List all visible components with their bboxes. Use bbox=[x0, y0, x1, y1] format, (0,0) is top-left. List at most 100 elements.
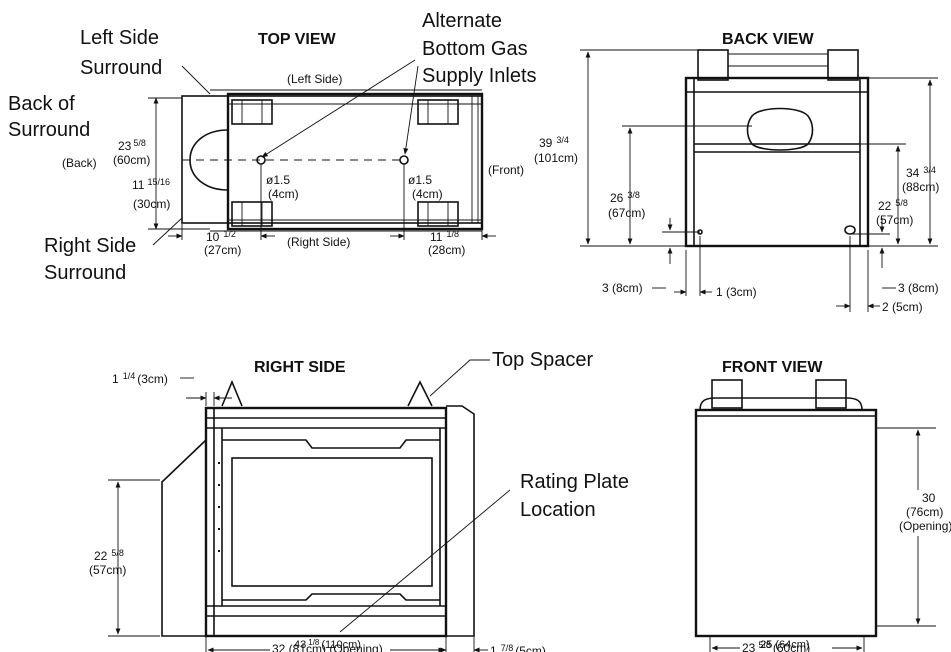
right-front-whole: 1 bbox=[490, 644, 497, 652]
top-front-label: (Front) bbox=[488, 163, 524, 177]
front-inner-cm: (60cm) bbox=[773, 641, 810, 652]
right-front-frac: 7/8 bbox=[501, 643, 514, 652]
top-depth-whole: 23 bbox=[118, 139, 132, 153]
right-side-opening bbox=[231, 457, 433, 587]
right-surround-leader bbox=[152, 217, 183, 246]
back-vent-cm: (67cm) bbox=[608, 206, 645, 220]
svg-text:263/8: 263/8 bbox=[610, 190, 640, 205]
top-left-side-label: (Left Side) bbox=[287, 72, 342, 86]
back-right-vent-frac: 5/8 bbox=[895, 198, 908, 208]
top-view-title: TOP VIEW bbox=[258, 31, 337, 48]
svg-text:225/8: 225/8 bbox=[878, 198, 908, 213]
right-side-surround bbox=[161, 439, 207, 637]
back-right-bottom: 3 (8cm) bbox=[898, 281, 939, 295]
left-surround-leader bbox=[181, 65, 211, 95]
top-depth-cm: (60cm) bbox=[113, 153, 150, 167]
top-right-side-label: (Right Side) bbox=[287, 235, 350, 249]
top-left-offset-cm: (27cm) bbox=[204, 243, 241, 257]
back-right-vent-cm: (57cm) bbox=[876, 213, 913, 227]
right-side-dots bbox=[218, 462, 220, 552]
right-side-spacer-right bbox=[407, 380, 433, 407]
back-spacer-left bbox=[697, 49, 729, 81]
right-side-title: RIGHT SIDE bbox=[254, 359, 346, 376]
top-back-label: (Back) bbox=[62, 156, 97, 170]
svg-text:101/2: 101/2 bbox=[206, 229, 236, 244]
front-spacer-left bbox=[711, 379, 743, 409]
front-view-title: FRONT VIEW bbox=[722, 359, 823, 376]
top-depth-frac: 5/8 bbox=[133, 138, 146, 148]
back-spacer-right bbox=[827, 49, 859, 81]
back-right-inset: 2 (5cm) bbox=[882, 300, 923, 314]
top-spacer-label: Top Spacer bbox=[492, 349, 594, 371]
rating-plate-label: Rating Plate bbox=[520, 471, 629, 493]
front-height-note: (Opening) bbox=[899, 519, 951, 533]
back-view-body bbox=[684, 76, 870, 248]
svg-text:225/8: 225/8 bbox=[94, 548, 124, 563]
top-right-offset-whole: 11 bbox=[430, 230, 443, 244]
right-spacer-cm: (3cm) bbox=[137, 372, 168, 386]
back-vent-whole: 26 bbox=[610, 191, 624, 205]
back-right-vent-whole: 22 bbox=[878, 199, 892, 213]
right-height-cm: (57cm) bbox=[89, 563, 126, 577]
top-half-frac: 15/16 bbox=[147, 177, 170, 187]
back-right-height-frac: 3/4 bbox=[923, 165, 936, 175]
right-total-cm: (110cm) bbox=[321, 639, 361, 651]
svg-text:235/8: 235/8 bbox=[118, 138, 146, 153]
inlet-leader-left bbox=[261, 59, 416, 158]
right-side-front-trim bbox=[446, 405, 475, 637]
back-height-frac: 3/4 bbox=[556, 135, 569, 145]
right-opening-label: 32 (81cm) (Opening) bbox=[272, 642, 383, 652]
svg-text:431/8(110cm): 431/8(110cm) bbox=[294, 638, 361, 651]
front-height-value: 30 bbox=[922, 491, 936, 505]
alternate-inlets-label-2: Bottom Gas bbox=[422, 38, 528, 60]
front-height-cm: (76cm) bbox=[906, 505, 943, 519]
right-front-cm: (5cm) bbox=[515, 644, 546, 652]
back-vent-frac: 3/8 bbox=[627, 190, 640, 200]
back-vent-oval bbox=[746, 107, 814, 151]
svg-text:343/4: 343/4 bbox=[906, 165, 936, 180]
right-side-view: RIGHT SIDE Top Spacer Rating Plate Locat… bbox=[89, 349, 629, 652]
back-height-whole: 39 bbox=[539, 136, 553, 150]
top-half-cm: (30cm) bbox=[133, 197, 170, 211]
right-height-whole: 22 bbox=[94, 549, 108, 563]
right-spacer-whole: 1 bbox=[112, 372, 119, 386]
right-spacer-frac: 1/4 bbox=[123, 371, 136, 381]
alternate-inlets-label: Alternate bbox=[422, 10, 502, 32]
svg-text:235/8(60cm): 235/8(60cm) bbox=[742, 640, 810, 652]
right-height-frac: 5/8 bbox=[111, 548, 124, 558]
left-side-surround-label: Left Side bbox=[80, 27, 159, 49]
front-inner-frac: 5/8 bbox=[758, 640, 771, 650]
svg-text:17/8(5cm): 1 7/8(5cm) bbox=[490, 643, 546, 652]
back-left-inset: 1 (3cm) bbox=[716, 285, 757, 299]
top-view: TOP VIEW Left Side Surround Back of Surr… bbox=[8, 10, 537, 284]
inlet-right-cm: (4cm) bbox=[412, 187, 443, 201]
right-side-body bbox=[204, 406, 448, 638]
front-outer-label: 25 (64cm) bbox=[760, 639, 810, 651]
right-total-whole: 43 bbox=[294, 639, 306, 651]
svg-text:11/4(3cm): 1 1/4(3cm) bbox=[112, 371, 168, 386]
top-half-whole: 11 bbox=[132, 178, 145, 192]
top-left-offset-whole: 10 bbox=[206, 230, 220, 244]
back-left-bottom: 3 (8cm) bbox=[602, 281, 643, 295]
top-view-firebox-outline bbox=[226, 92, 484, 231]
inlet-right-dia: ø1.5 bbox=[408, 173, 432, 187]
top-right-offset-cm: (28cm) bbox=[428, 243, 465, 257]
left-side-surround-label-2: Surround bbox=[80, 57, 162, 79]
back-height-cm: (101cm) bbox=[534, 151, 578, 165]
right-side-surround-label-2: Surround bbox=[44, 262, 126, 284]
back-view-title: BACK VIEW bbox=[722, 31, 814, 48]
front-inner-whole: 23 bbox=[742, 641, 756, 652]
top-left-offset-frac: 1/2 bbox=[223, 229, 236, 239]
back-right-height-cm: (88cm) bbox=[902, 180, 939, 194]
back-of-surround-label-2: Surround bbox=[8, 119, 90, 141]
right-total-frac: 1/8 bbox=[308, 638, 320, 647]
svg-text:111/8: 111/8 bbox=[430, 229, 459, 244]
inlet-left-dia: ø1.5 bbox=[266, 173, 290, 187]
top-right-offset-frac: 1/8 bbox=[446, 229, 459, 239]
back-of-surround-label: Back of bbox=[8, 93, 75, 115]
rating-plate-label-2: Location bbox=[520, 499, 596, 521]
